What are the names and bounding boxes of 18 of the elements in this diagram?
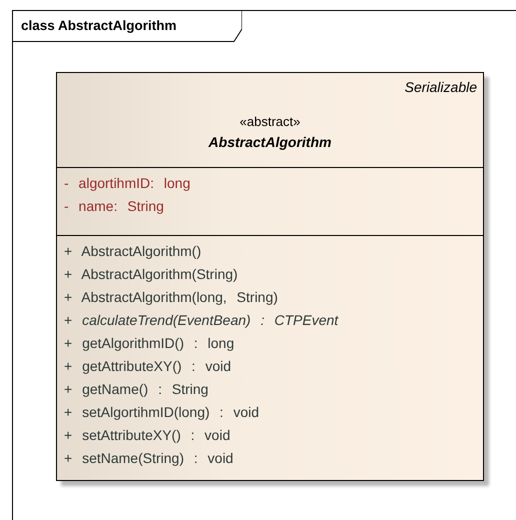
attribute-row: - name: String (64, 197, 164, 215)
frame-title: class AbstractAlgorithm (21, 17, 177, 35)
operation-row: + AbstractAlgorithm() (64, 242, 202, 260)
class-box (56, 72, 484, 481)
interface-label: Serializable (404, 78, 477, 96)
attribute-row: - algortihmID: long (64, 174, 190, 192)
operation-row: + setAlgortihmID(long) : void (64, 403, 260, 421)
operation-row: + setName(String) : void (64, 449, 234, 467)
operation-row: + getName() : String (64, 380, 208, 398)
operation-row: + AbstractAlgorithm(long, String) (64, 288, 278, 306)
operation-row: + setAttributeXY() : void (64, 426, 230, 444)
operation-row: + getAlgorithmID() : long (64, 334, 234, 352)
operation-row: + calculateTrend(EventBean) : CTPEvent (64, 311, 338, 329)
stereotype-label: «abstract» (238, 113, 302, 131)
operation-row: + AbstractAlgorithm(String) (64, 265, 238, 283)
class-name: AbstractAlgorithm (207, 133, 332, 151)
operation-row: + getAttributeXY() : void (64, 357, 232, 375)
diagram-frame (12, 10, 516, 520)
